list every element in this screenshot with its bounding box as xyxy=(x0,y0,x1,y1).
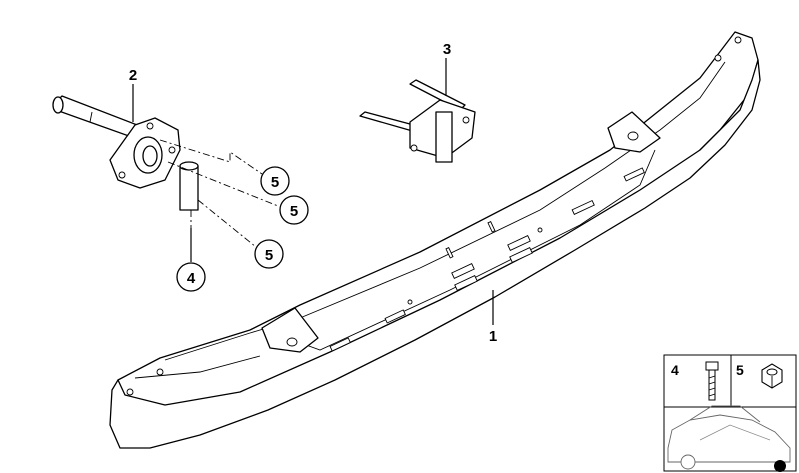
circle-callout-5a: 5 xyxy=(260,166,290,196)
circle-callout-5c: 5 xyxy=(254,239,284,269)
callout-5-top: 5 xyxy=(271,174,279,191)
legend-box: 4 5 xyxy=(663,354,797,472)
callout-5-bottom: 5 xyxy=(265,247,273,264)
bumper-carrier xyxy=(109,31,761,449)
car-silhouette-icon xyxy=(667,405,791,472)
bolt-icon xyxy=(705,361,719,401)
callout-4: 4 xyxy=(187,270,196,287)
legend-number-5: 5 xyxy=(736,362,744,378)
leader-lines xyxy=(132,58,494,325)
bracket-pins xyxy=(359,79,476,163)
callout-5-middle: 5 xyxy=(290,203,298,220)
circle-callout-4: 4 xyxy=(176,262,206,292)
callout-2: 2 xyxy=(129,67,137,84)
nut-icon xyxy=(761,363,783,389)
circle-callout-5b: 5 xyxy=(279,195,309,225)
callout-1: 1 xyxy=(489,328,497,345)
callout-3: 3 xyxy=(443,41,451,58)
legend-number-4: 4 xyxy=(671,362,679,378)
tow-eye-bracket xyxy=(52,95,199,211)
